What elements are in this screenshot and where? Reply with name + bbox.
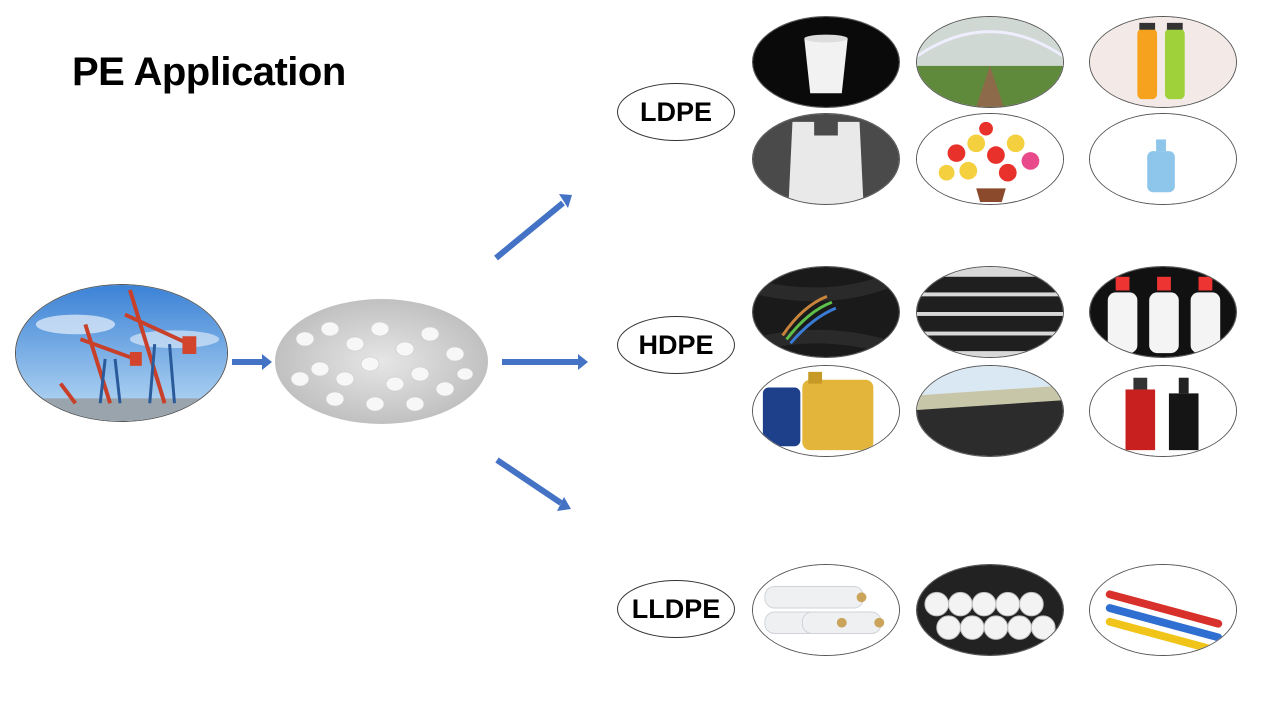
artificial-flowers-image bbox=[916, 113, 1064, 205]
black-pipes-image bbox=[916, 266, 1064, 358]
arrow-to-ldpe-head bbox=[559, 194, 572, 208]
juice-bottles-image bbox=[1089, 16, 1237, 108]
ldpe-label: LDPE bbox=[617, 83, 735, 141]
cosmetic-bottles-image bbox=[1089, 365, 1237, 457]
stretch-film-rolls-image bbox=[752, 564, 900, 656]
pe-pellets-image bbox=[275, 299, 488, 424]
oil-canisters-image bbox=[752, 365, 900, 457]
plastic-bag-image bbox=[752, 113, 900, 205]
lldpe-label: LLDPE bbox=[617, 580, 735, 638]
paper-cup-image bbox=[752, 16, 900, 108]
hdpe-label: HDPE bbox=[617, 316, 735, 374]
electric-cables-image bbox=[752, 266, 900, 358]
hollow-tubes-image bbox=[916, 564, 1064, 656]
arrow-to-lldpe-head bbox=[557, 497, 571, 511]
arrow-to-lldpe bbox=[495, 457, 563, 506]
page-title: PE Application bbox=[72, 50, 346, 94]
water-jug-image bbox=[1089, 113, 1237, 205]
oil-pumpjacks-image bbox=[15, 284, 228, 422]
greenhouse-film-image bbox=[916, 16, 1064, 108]
arrow-to-hdpe-head bbox=[578, 354, 588, 370]
arrow-oil-to-pellets-head bbox=[262, 354, 272, 370]
white-bottles-image bbox=[1089, 266, 1237, 358]
geomembrane-image bbox=[916, 365, 1064, 457]
colored-wires-image bbox=[1089, 564, 1237, 656]
arrow-to-ldpe bbox=[494, 200, 565, 261]
